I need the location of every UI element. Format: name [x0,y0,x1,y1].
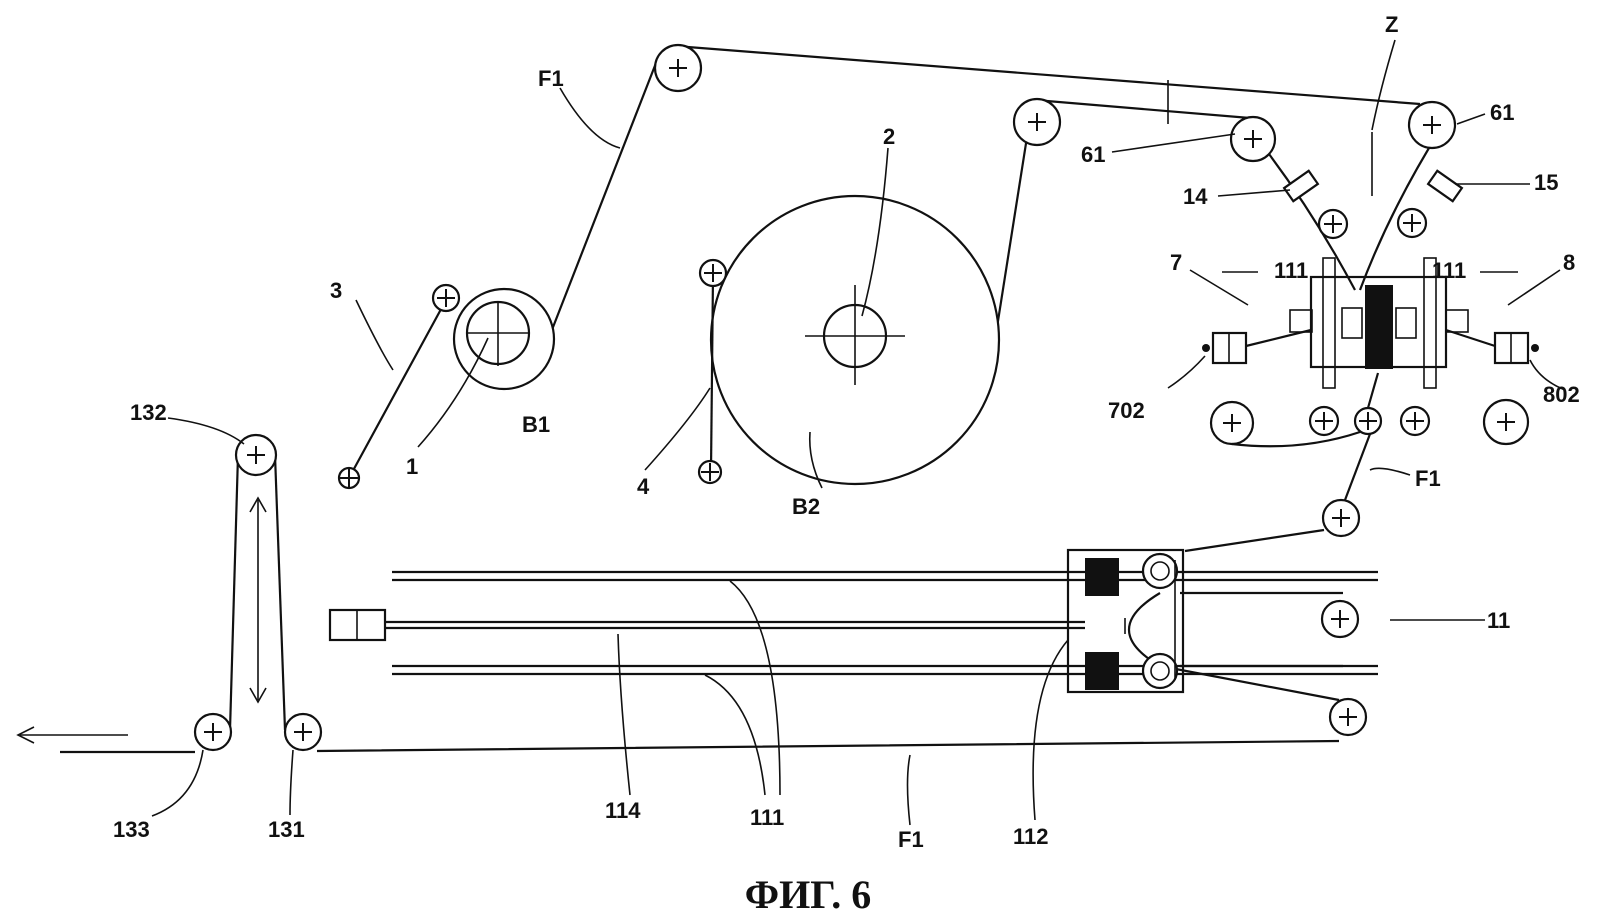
label-1: 1 [406,454,418,479]
accumulator-11 [328,548,1378,694]
nip-rollers-upper [1317,207,1428,240]
label-11: 11 [1487,608,1510,633]
unwind-roll-b2 [709,194,1001,486]
label-114: 114 [605,798,641,823]
roller-61-left [1229,115,1277,163]
label-b2: B2 [792,494,820,519]
label-3: 3 [330,278,342,303]
label-61-right: 61 [1490,100,1514,125]
unwind-roll-b1 [452,287,556,391]
dancer-13 [16,433,323,754]
label-b1: B1 [522,412,550,437]
roller-61-right [1407,100,1457,150]
label-111-right-top: 111 [1432,258,1466,283]
label-z: Z [1385,12,1398,37]
label-f1-right: F1 [1415,466,1441,491]
figure-caption: ФИГ. 6 [745,872,871,917]
label-14: 14 [1183,184,1208,209]
dancer-arm-3 [337,283,461,490]
label-61-left: 61 [1081,142,1105,167]
film-web-upper [546,44,1441,341]
label-131: 131 [268,817,305,842]
sealing-unit [1202,257,1539,389]
label-111-left-top: 111 [1274,258,1308,283]
label-133: 133 [113,817,150,842]
guide-roller-b2 [1012,97,1062,147]
dancer-arm-4 [697,258,728,485]
knife-14 [1282,169,1320,203]
label-111-bottom: 111 [750,805,784,830]
label-f1-bottom: F1 [898,827,924,852]
nip-rollers-lower [1209,372,1530,448]
guide-roller-top [653,43,703,93]
label-f1-top: F1 [538,66,564,91]
leader-lines [151,39,1566,826]
knife-15 [1426,169,1464,203]
label-132: 132 [130,400,167,425]
label-7: 7 [1170,250,1182,275]
label-15: 15 [1534,170,1558,195]
label-8: 8 [1563,250,1575,275]
label-702: 702 [1108,398,1145,423]
label-802: 802 [1543,382,1580,407]
label-4: 4 [637,474,650,499]
label-112: 112 [1013,824,1049,849]
label-2: 2 [883,124,895,149]
